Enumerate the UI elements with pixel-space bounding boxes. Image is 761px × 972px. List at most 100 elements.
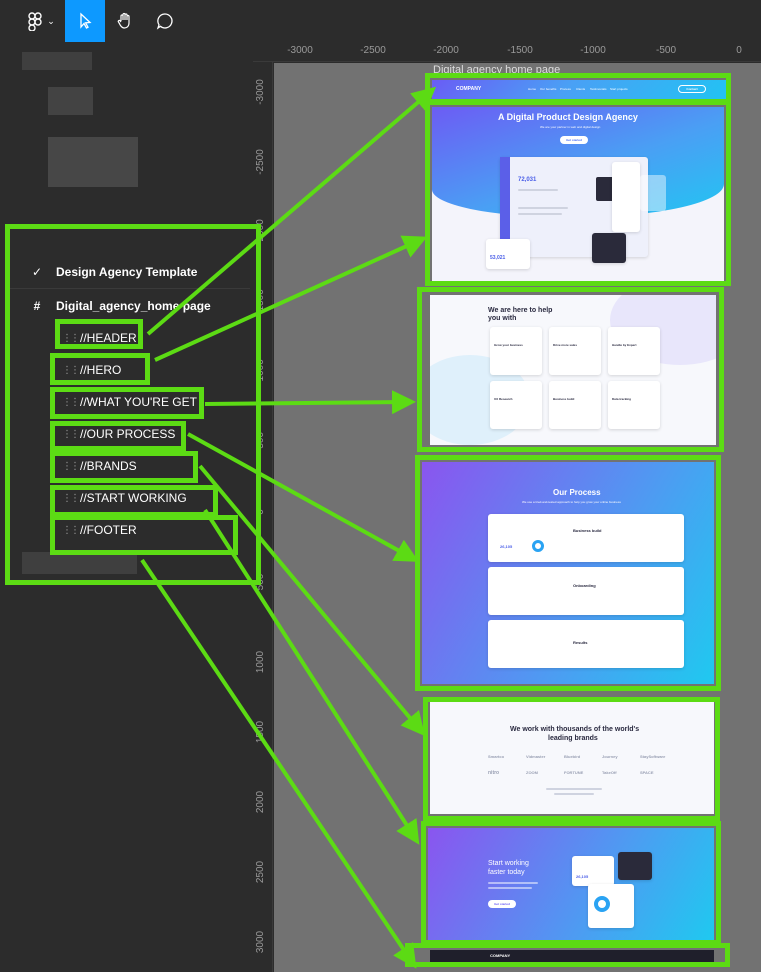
thumbnail-brands[interactable]: We work with thousands of the world's le… xyxy=(430,702,714,814)
thumb-what-title: you with xyxy=(488,315,517,322)
highlight-layer-hero xyxy=(50,353,150,385)
footer-logo: COMPANY xyxy=(490,953,511,958)
section-dots-icon: ⋮⋮ xyxy=(62,428,80,440)
brand-logo: Journey xyxy=(602,754,618,759)
process-step-title: Business build xyxy=(573,528,602,533)
thumb-feature-card: Business build xyxy=(549,381,601,429)
start-line xyxy=(488,887,532,889)
ruler-tick-label: -3000 xyxy=(255,79,266,105)
start-line xyxy=(488,882,538,884)
thumb-nav-item: Testimonials xyxy=(590,87,607,91)
brand-logo: FORTUNE xyxy=(564,770,584,775)
brand-logo: nitro xyxy=(488,770,500,776)
pixelated-redaction xyxy=(48,87,93,115)
thumb-hero-title: A Digital Product Design Agency xyxy=(498,112,638,122)
thumbnail-our-process[interactable]: Our Process We use a tried-and-tested ap… xyxy=(422,462,714,684)
thumb-brands-title: We work with thousands of the world's xyxy=(510,726,640,733)
figma-logo-icon xyxy=(28,12,42,31)
thumbnail-what-you-get[interactable]: We are here to help you with Grow your b… xyxy=(430,295,716,445)
brand-logo: Vidmaster xyxy=(526,754,546,759)
layer-child-what[interactable]: ⋮⋮//WHAT YOU'RE GET xyxy=(62,390,197,414)
section-dots-icon: ⋮⋮ xyxy=(62,364,80,376)
thumb-feature-card: UX Research xyxy=(490,381,542,429)
pixelated-redaction xyxy=(22,552,137,574)
process-step-title: Onboarding xyxy=(573,583,596,588)
thumb-feature-card: Data tracking xyxy=(608,381,660,429)
thumb-nav-item: Start projects xyxy=(610,87,628,91)
layer-child-hero[interactable]: ⋮⋮//HERO xyxy=(62,358,121,382)
highlight-layer-brands xyxy=(50,451,198,483)
thumbnail-header[interactable]: COMPANY Home Our benefits Process Client… xyxy=(432,80,727,100)
ruler-horizontal: -3000 -2500 -2000 -1500 -1000 -500 0 xyxy=(253,42,761,62)
layer-child-header[interactable]: ⋮⋮//HEADER xyxy=(62,326,137,350)
highlight-thumb-start xyxy=(421,821,721,945)
thumb-feature-card: Handle by Expert xyxy=(608,327,660,375)
ruler-tick-label: -1500 xyxy=(507,45,533,56)
frame-hash-icon: # xyxy=(33,299,41,313)
highlight-layer-start xyxy=(50,485,218,517)
brands-caption-line xyxy=(546,788,602,790)
layer-child-brands[interactable]: ⋮⋮//BRANDS xyxy=(62,454,137,478)
thumb-start-donut-card xyxy=(588,884,634,928)
thumb-nav-item: Process xyxy=(560,87,571,91)
layer-child-process[interactable]: ⋮⋮//OUR PROCESS xyxy=(62,422,175,446)
thumb-float-card: 53,021 xyxy=(486,239,530,269)
dashboard-line xyxy=(518,213,562,215)
toolbar: ⌄ xyxy=(0,0,761,42)
comment-tool-button[interactable] xyxy=(145,0,185,42)
pixelated-redaction xyxy=(22,52,92,70)
layer-label: //HERO xyxy=(80,363,122,377)
card-title: UX Research xyxy=(494,397,513,401)
ruler-tick-label: 2500 xyxy=(255,860,266,884)
ruler-tick-label: 0 xyxy=(736,45,742,56)
ruler-tick-label: 1500 xyxy=(255,720,266,744)
section-dots-icon: ⋮⋮ xyxy=(62,524,80,536)
layer-label: //BRANDS xyxy=(80,459,137,473)
thumb-brands-title: leading brands xyxy=(548,735,598,742)
thumbnail-footer[interactable]: COMPANY xyxy=(430,950,714,962)
dashboard-line xyxy=(518,207,568,209)
thumb-hero-cta: Get started xyxy=(560,136,588,144)
ruler-tick-label: -2000 xyxy=(433,45,459,56)
layer-child-start[interactable]: ⋮⋮//START WORKING xyxy=(62,486,187,510)
thumb-start-card: 26,105 xyxy=(572,856,614,886)
thumb-process-card: Results xyxy=(488,620,684,668)
highlight-thumb-process xyxy=(415,455,721,691)
section-dots-icon: ⋮⋮ xyxy=(62,396,80,408)
highlight-layer-process xyxy=(50,421,186,451)
thumb-process-card: Onboarding xyxy=(488,567,684,615)
thumb-start-title: faster today xyxy=(488,869,525,876)
brand-logo: TakeOff xyxy=(602,770,617,775)
layer-label: //HEADER xyxy=(80,331,137,345)
ruler-tick-label: 1000 xyxy=(255,650,266,674)
dashboard-stat: 72,031 xyxy=(518,177,537,183)
layer-label: //OUR PROCESS xyxy=(80,427,176,441)
thumb-video-card xyxy=(592,233,626,263)
move-tool-button[interactable] xyxy=(65,0,105,42)
dashboard-sidebar xyxy=(500,157,510,257)
highlight-layer-header xyxy=(55,319,143,349)
layer-child-footer[interactable]: ⋮⋮//FOOTER xyxy=(62,518,137,542)
hand-icon xyxy=(117,12,130,29)
section-dots-icon: ⋮⋮ xyxy=(62,492,80,504)
hand-tool-button[interactable] xyxy=(105,0,145,42)
pixelated-redaction xyxy=(48,137,138,187)
thumb-process-subtitle: We use a tried-and-tested approach to he… xyxy=(522,500,621,504)
thumbnail-start-working[interactable]: Start working faster today Get started 2… xyxy=(428,828,714,940)
figma-menu-button[interactable]: ⌄ xyxy=(22,0,58,42)
highlight-layer-footer xyxy=(50,515,238,555)
card-title: Handle by Expert xyxy=(612,343,637,347)
thumb-what-title: We are here to help xyxy=(488,307,553,314)
checkmark-icon: ✓ xyxy=(31,265,43,279)
process-donut xyxy=(532,540,544,552)
thumb-cta: Contact xyxy=(678,85,706,93)
thumb-start-title: Start working xyxy=(488,860,529,867)
thumbnail-hero[interactable]: A Digital Product Design Agency We are y… xyxy=(432,107,724,281)
card-title: Business build xyxy=(553,397,575,401)
highlight-thumb-brands xyxy=(423,697,720,821)
thumb-nav-item: Home xyxy=(528,87,537,91)
divider xyxy=(10,288,250,289)
thumb-feature-card: Grow your business xyxy=(490,327,542,375)
card-title: Grow your business xyxy=(494,343,523,347)
